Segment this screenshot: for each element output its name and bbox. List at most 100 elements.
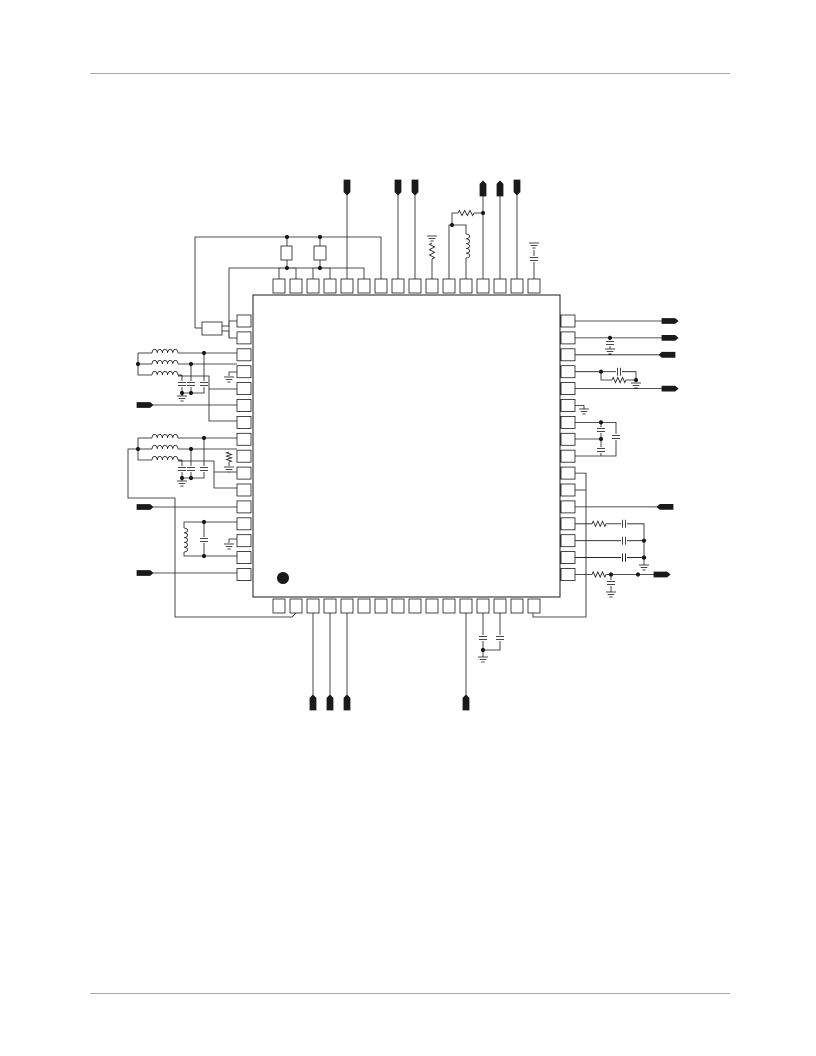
signal-connector — [309, 694, 317, 711]
signal-connector — [136, 504, 154, 510]
inductor — [465, 233, 470, 259]
pin-top-2 — [289, 278, 303, 294]
pin-top-6 — [357, 278, 371, 294]
signal-connector — [656, 503, 674, 510]
signal-connector — [343, 694, 351, 711]
junction-dot — [608, 572, 614, 577]
junction-dot — [201, 350, 207, 356]
pin-right-14 — [560, 534, 576, 548]
signal-connector — [661, 318, 679, 324]
junction-dot — [179, 390, 185, 396]
junction-dot — [188, 390, 194, 396]
wire — [178, 375, 237, 390]
pin-top-16 — [527, 278, 541, 294]
signal-connector — [658, 351, 676, 358]
resistor — [611, 376, 627, 384]
pin-left-5 — [236, 382, 252, 396]
pin-right-13 — [560, 517, 576, 531]
pin-top-15 — [510, 278, 524, 294]
junction-dot — [188, 446, 194, 452]
ground-symbol — [630, 382, 642, 389]
wire — [137, 438, 152, 461]
crystal-oscillator — [313, 245, 327, 261]
junction-dot — [188, 475, 194, 481]
junction-dot — [598, 369, 604, 374]
pin-top-7 — [374, 278, 388, 294]
pin-top-3 — [306, 278, 320, 294]
pin-bottom-6 — [357, 598, 371, 614]
pin-right-9 — [560, 449, 576, 463]
chip-body — [252, 294, 561, 598]
junction-dot — [201, 519, 207, 525]
pin-left-15 — [236, 551, 252, 564]
pin-bottom-5 — [340, 598, 354, 614]
wire — [228, 267, 365, 337]
junction-dot — [188, 361, 194, 367]
signal-connector — [653, 571, 671, 578]
pin-top-5 — [340, 278, 354, 294]
wire — [627, 523, 645, 556]
junction-dot — [201, 553, 207, 559]
junction-dot — [633, 377, 639, 383]
ground-symbol — [176, 395, 188, 402]
wire — [575, 440, 617, 457]
pin-left-12 — [236, 500, 252, 514]
inductor — [151, 371, 179, 376]
wire — [208, 389, 237, 422]
pin-left-10 — [236, 466, 252, 480]
signal-connector — [496, 180, 504, 197]
signal-connector — [411, 179, 419, 196]
resistor — [591, 520, 607, 528]
pin-bottom-7 — [374, 598, 388, 614]
junction-dot — [449, 222, 455, 228]
pin-top-1 — [272, 278, 286, 294]
junction-dot — [135, 361, 141, 367]
ground-symbol — [176, 480, 188, 487]
pin-top-14 — [493, 278, 507, 294]
pin-bottom-15 — [510, 598, 524, 614]
wire — [178, 460, 237, 473]
pin-left-11 — [236, 483, 252, 497]
pin-top-11 — [442, 278, 456, 294]
pin-right-12 — [560, 500, 576, 514]
chip-pins — [236, 278, 576, 614]
pin-left-3 — [236, 348, 252, 362]
signal-connector — [136, 402, 154, 408]
inductor — [151, 456, 179, 461]
pin-top-9 — [408, 278, 422, 294]
ground-symbol — [638, 564, 650, 571]
junction-dot — [179, 475, 185, 481]
inductor — [183, 527, 188, 553]
junction-dot — [480, 647, 486, 653]
signal-connector — [343, 179, 351, 196]
signal-connectors — [136, 179, 679, 711]
resistor — [457, 209, 475, 217]
pin-right-8 — [560, 432, 576, 446]
pin-bottom-13 — [476, 598, 490, 614]
junction-dots — [135, 210, 647, 653]
wire — [182, 387, 205, 394]
junction-dot — [641, 538, 647, 543]
junction-dot — [317, 234, 323, 240]
wire — [448, 212, 458, 279]
wire — [127, 448, 297, 618]
wire — [137, 353, 152, 376]
wire — [228, 538, 237, 543]
junction-dot — [598, 420, 604, 425]
pin-left-14 — [236, 534, 252, 548]
pin-right-2 — [560, 331, 576, 345]
ground-symbol — [223, 376, 235, 383]
pin-left-13 — [236, 517, 252, 531]
pin-top-13 — [476, 278, 490, 294]
signal-connector — [513, 179, 521, 196]
junction-dot — [480, 210, 486, 216]
pin-left-1 — [236, 314, 252, 328]
signal-connector — [136, 570, 154, 576]
signal-connector — [326, 694, 334, 711]
inductor — [151, 445, 179, 450]
pin-bottom-9 — [408, 598, 422, 614]
wire — [312, 267, 331, 279]
signal-connector — [661, 385, 679, 392]
wires — [127, 192, 662, 698]
